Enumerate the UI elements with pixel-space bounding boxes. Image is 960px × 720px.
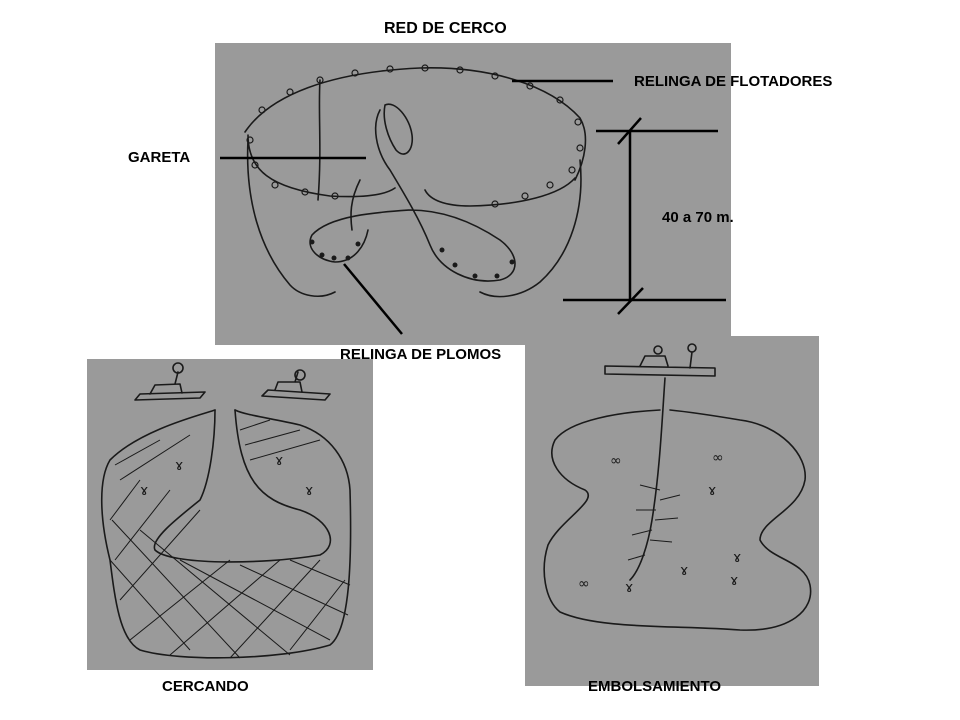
svg-text:∞: ∞	[712, 450, 724, 466]
net-wall-right	[479, 159, 582, 298]
svg-text:ɤ: ɤ	[275, 453, 283, 469]
depth-dimension	[563, 117, 726, 315]
purse-seine-sketch	[244, 64, 587, 298]
svg-text:ɤ: ɤ	[708, 483, 716, 499]
net-mesh	[109, 419, 351, 659]
bag-center-branches	[627, 484, 681, 561]
net-wall-left	[246, 139, 336, 297]
pursing-boat	[604, 351, 716, 377]
net-inner	[153, 409, 332, 563]
svg-text:ɤ: ɤ	[680, 563, 688, 579]
pursing-sketch: ∞ ∞ ɤ ɤ ɤ ɤ ∞ ɤ	[543, 343, 812, 631]
float-line-label: RELINGA DE FLOTADORES	[634, 73, 833, 90]
svg-text:∞: ∞	[610, 453, 622, 469]
pursing-label: EMBOLSAMIENTO	[588, 678, 722, 695]
main-net-panel	[215, 43, 731, 345]
encircling-sketch: ɤ ɤ ɤ ɤ	[100, 362, 352, 659]
ring-curve	[350, 179, 361, 231]
bag-outline	[543, 409, 812, 631]
net-rim	[100, 409, 352, 659]
lead-dots	[309, 239, 515, 279]
float-line-front	[247, 134, 396, 198]
center-loop-inner	[383, 103, 414, 155]
svg-text:ɤ: ɤ	[730, 573, 738, 589]
encircling-panel	[87, 359, 373, 670]
svg-text:∞: ∞	[578, 576, 590, 592]
svg-text:ɤ: ɤ	[305, 483, 313, 499]
encircling-label: CERCANDO	[162, 678, 249, 695]
svg-text:ɤ: ɤ	[140, 483, 148, 499]
lead-line-leader	[343, 263, 403, 335]
depth-label: 40 a 70 m.	[662, 209, 734, 226]
float-line-right-front	[424, 177, 576, 207]
page-title: RED DE CERCO	[384, 20, 507, 37]
svg-text:ɤ: ɤ	[175, 458, 183, 474]
center-loop	[309, 109, 516, 282]
svg-text:ɤ: ɤ	[733, 550, 741, 566]
boat-right	[261, 371, 331, 401]
lead-line-label: RELINGA DE PLOMOS	[340, 346, 502, 363]
float-dots	[246, 64, 584, 208]
bag-center-line	[629, 377, 666, 581]
purse-line-sketch	[317, 79, 321, 201]
svg-text:ɤ: ɤ	[625, 580, 633, 596]
boat-left	[134, 371, 206, 401]
purse-line-label: GARETA	[128, 149, 191, 166]
float-line-arc	[244, 67, 587, 181]
